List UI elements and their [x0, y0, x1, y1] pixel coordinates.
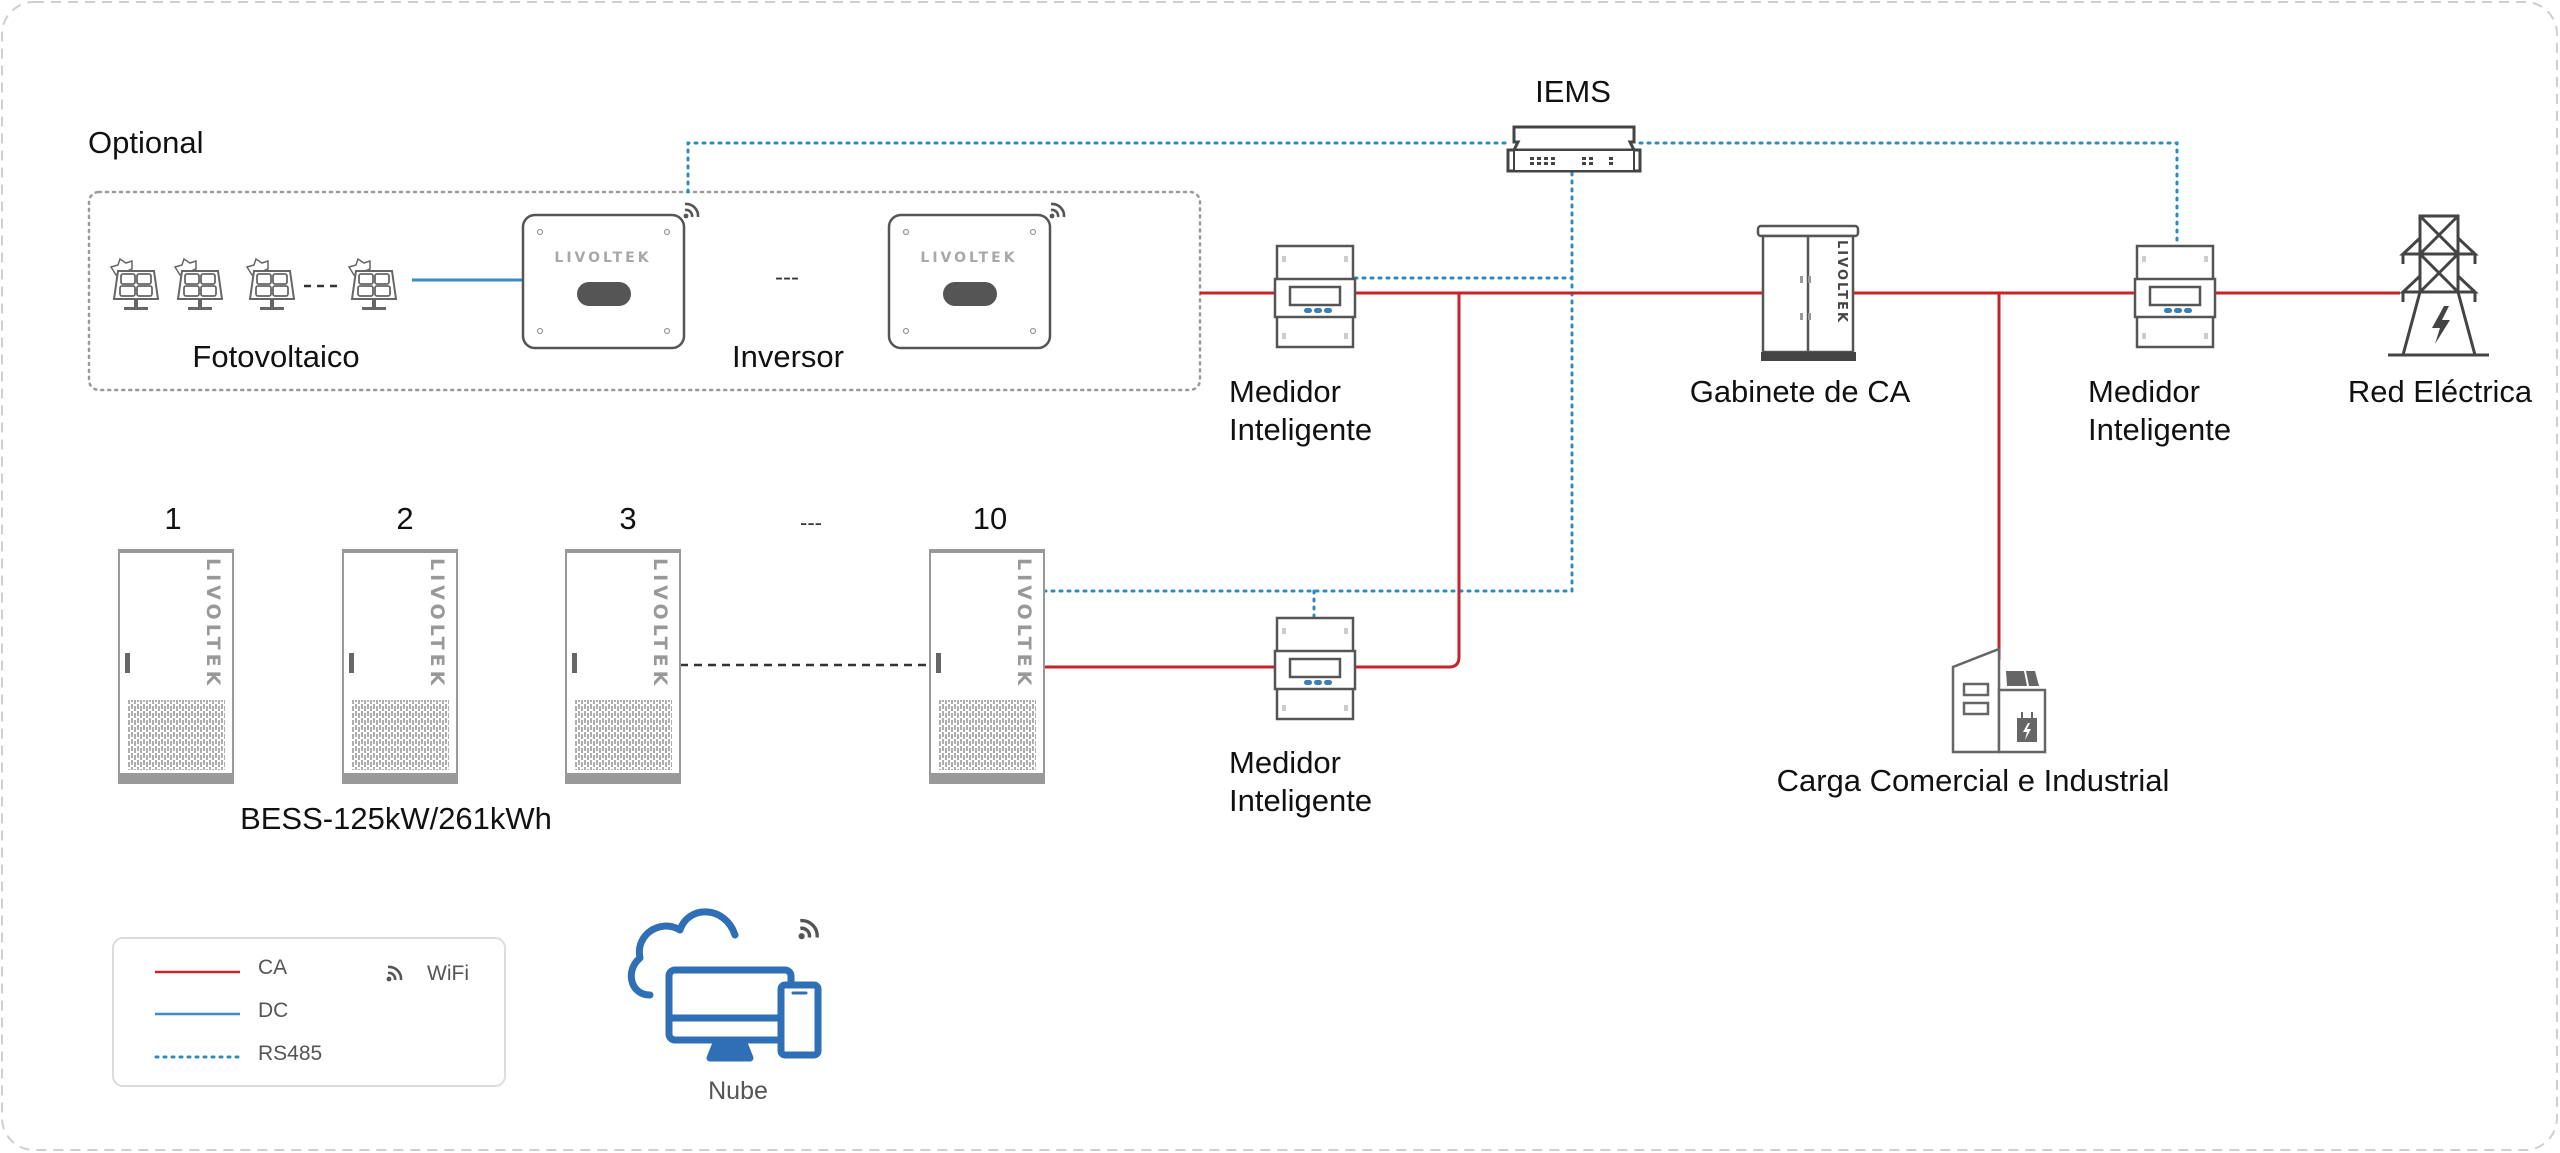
meter-label-line2: Inteligente	[2088, 412, 2232, 447]
bess-ellipsis: ---	[800, 510, 822, 535]
legend-wifi-label: WiFi	[427, 962, 469, 985]
grid-label: Red Eléctrica	[2347, 374, 2533, 409]
inverter-2: LIVOLTEK	[887, 202, 1066, 350]
ac-cabinet-label: Gabinete de CA	[1689, 374, 1911, 409]
cloud-wifi-icon	[796, 918, 819, 942]
ac-cabinet-logo: LIVOLTEK	[1834, 240, 1849, 324]
legend-ca-label: CA	[258, 956, 288, 979]
ac-cabinet-icon: LIVOLTEK	[1756, 224, 1860, 361]
inverter-label: Inversor	[732, 339, 844, 374]
meter-label-line2: Inteligente	[1229, 783, 1373, 818]
bess-logo: LIVOLTEK	[426, 558, 448, 689]
meter-label-line1: Medidor	[1229, 745, 1341, 780]
rs485-inverter-to-iems	[686, 141, 1510, 194]
wifi-icon	[682, 202, 700, 220]
smart-meter-grid-icon	[2133, 244, 2217, 349]
iems-device-icon	[1506, 125, 1642, 173]
optional-group-box	[87, 190, 1202, 392]
bess-logo: LIVOLTEK	[1013, 558, 1035, 689]
smart-meter-bess-icon	[1273, 616, 1357, 721]
inverter-icon	[887, 213, 1052, 350]
inverter-ellipsis: ---	[775, 264, 799, 291]
optional-label: Optional	[88, 125, 204, 160]
bess-cabinet-2: LIVOLTEK	[342, 549, 458, 784]
meter-grid-label: Medidor Inteligente	[2088, 373, 2231, 449]
bess-unit-number-1: 1	[164, 501, 182, 536]
cloud-label: Nube	[708, 1077, 768, 1105]
ac-bess-branch	[1042, 293, 1461, 669]
rs485-iems-vertical	[1040, 171, 1574, 593]
bess-label: BESS-125kW/261kWh	[240, 801, 552, 836]
bess-unit-number-3: 3	[619, 501, 637, 536]
meter-label-line1: Medidor	[2088, 374, 2200, 409]
cloud-devices-icon	[627, 908, 822, 1062]
commercial-building-icon	[1951, 647, 2047, 754]
solar-panel-icon	[110, 258, 159, 311]
bess-cabinet-10: LIVOLTEK	[929, 549, 1045, 784]
meter-bess-label: Medidor Inteligente	[1229, 744, 1372, 820]
load-label: Carga Comercial e Industrial	[1776, 763, 2170, 798]
bess-logo: LIVOLTEK	[649, 558, 671, 689]
inverter-logo: LIVOLTEK	[920, 250, 1017, 266]
solar-panel-icon	[246, 258, 295, 311]
bess-unit-number-2: 2	[396, 501, 414, 536]
rs485-lines	[686, 141, 2179, 619]
legend-dc-label: DC	[258, 999, 289, 1022]
pv-label: Fotovoltaico	[192, 339, 360, 374]
solar-panel-icon	[174, 258, 223, 311]
legend-rs485-label: RS485	[258, 1042, 323, 1065]
solar-array	[110, 258, 397, 311]
meter-label-line2: Inteligente	[1229, 412, 1373, 447]
meter-1-label: Medidor Inteligente	[1229, 373, 1372, 449]
smart-meter-1-icon	[1273, 244, 1357, 349]
ac-lines	[1042, 291, 2400, 669]
legend	[112, 937, 506, 1087]
bess-logo: LIVOLTEK	[202, 558, 224, 689]
legend-box	[112, 937, 506, 1087]
bess-cabinet-1: LIVOLTEK	[118, 549, 234, 784]
bess-cabinet-3: LIVOLTEK	[565, 549, 681, 784]
solar-panel-icon	[348, 258, 397, 311]
rs485-iems-to-grid-meter	[1638, 141, 2179, 248]
inverter-1: LIVOLTEK	[521, 202, 700, 350]
iems-label: IEMS	[1535, 74, 1611, 109]
grid-tower-icon	[2388, 214, 2489, 357]
inverter-logo: LIVOLTEK	[554, 250, 651, 266]
inverter-icon	[521, 213, 686, 350]
meter-label-line1: Medidor	[1229, 374, 1341, 409]
bess-unit-number-10: 10	[972, 501, 1008, 536]
wifi-icon	[1048, 202, 1066, 220]
